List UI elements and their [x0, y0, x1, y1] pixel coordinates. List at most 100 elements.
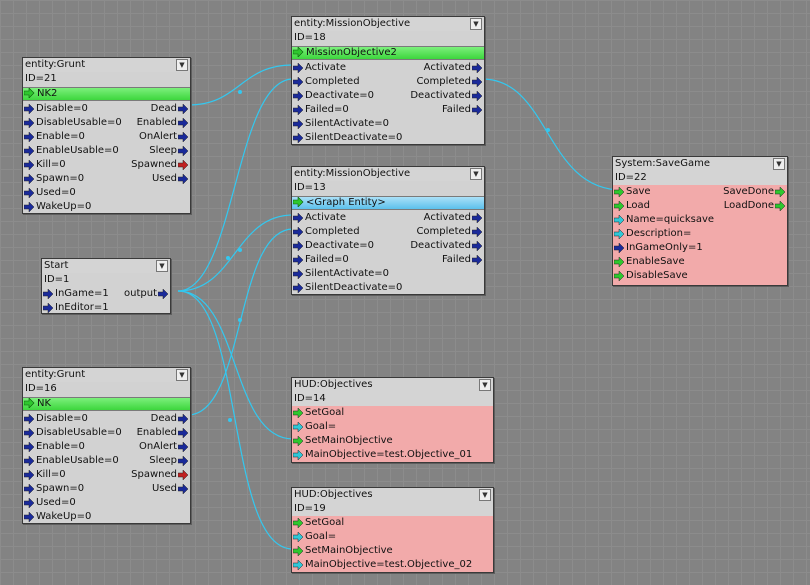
input-pin-icon[interactable] [24, 456, 35, 466]
output-port-label[interactable]: Dead [150, 413, 177, 424]
input-pin-icon[interactable] [293, 532, 304, 542]
input-pin-icon[interactable] [24, 512, 35, 522]
input-pin-icon[interactable] [24, 442, 35, 452]
input-port-label[interactable]: DisableSave [626, 270, 688, 281]
output-pin-icon[interactable] [775, 201, 786, 211]
input-pin-icon[interactable] [24, 132, 35, 142]
output-pin-icon[interactable] [178, 484, 189, 494]
input-port-label[interactable]: SilentDeactivate=0 [305, 132, 403, 143]
input-pin-icon[interactable] [293, 436, 304, 446]
chevron-down-icon[interactable]: ▼ [479, 489, 491, 501]
input-port-label[interactable]: EnableUsable=0 [36, 145, 119, 156]
output-pin-icon[interactable] [178, 160, 189, 170]
input-port-label[interactable]: Goal= [305, 421, 337, 432]
input-port-label[interactable]: Activate [305, 62, 346, 73]
output-port-label[interactable]: Enabled [136, 427, 177, 438]
input-port-label[interactable]: Failed=0 [305, 254, 349, 265]
input-port-label[interactable]: Disable=0 [36, 413, 88, 424]
input-port-label[interactable]: MainObjective=test.Objective_02 [305, 559, 473, 570]
input-port-label[interactable]: Kill=0 [36, 469, 66, 480]
input-port-label[interactable]: EnableUsable=0 [36, 455, 119, 466]
input-pin-icon[interactable] [293, 518, 304, 528]
input-port-label[interactable]: Disable=0 [36, 103, 88, 114]
input-port-label[interactable]: Save [626, 186, 651, 197]
input-port-label[interactable]: SilentActivate=0 [305, 118, 390, 129]
input-pin-icon[interactable] [614, 257, 625, 267]
input-port-label[interactable]: WakeUp=0 [36, 511, 92, 522]
input-port-label[interactable]: EnableSave [626, 256, 685, 267]
input-pin-icon[interactable] [614, 201, 625, 211]
input-port-label[interactable]: Deactivate=0 [305, 240, 375, 251]
input-pin-icon[interactable] [293, 133, 304, 143]
input-port-label[interactable]: Completed [305, 76, 360, 87]
input-port-label[interactable]: Enable=0 [36, 441, 85, 452]
output-port-label[interactable]: Spawned [131, 159, 177, 170]
input-pin-icon[interactable] [24, 428, 35, 438]
output-port-label[interactable]: OnAlert [138, 131, 177, 142]
input-pin-icon[interactable] [293, 560, 304, 570]
input-pin-icon[interactable] [24, 174, 35, 184]
input-port-label[interactable]: Used=0 [36, 497, 76, 508]
node-title[interactable]: HUD:Objectives▼ [292, 488, 493, 502]
output-pin-icon[interactable] [178, 174, 189, 184]
mission-objective-node-18[interactable]: entity:MissionObjective▼ ID=18 MissionOb… [291, 16, 485, 145]
output-pin-icon[interactable] [472, 77, 483, 87]
output-pin-icon[interactable] [158, 289, 169, 299]
input-pin-icon[interactable] [24, 118, 35, 128]
node-title[interactable]: Start▼ [42, 259, 170, 273]
input-pin-icon[interactable] [614, 229, 625, 239]
output-port-label[interactable]: SaveDone [723, 186, 774, 197]
input-port-label[interactable]: SetMainObjective [305, 435, 393, 446]
chevron-down-icon[interactable]: ▼ [773, 158, 785, 170]
output-pin-icon[interactable] [472, 213, 483, 223]
input-port-label[interactable]: Activate [305, 212, 346, 223]
output-port-label[interactable]: output [124, 288, 157, 299]
output-port-label[interactable]: Sleep [149, 455, 177, 466]
input-pin-icon[interactable] [293, 408, 304, 418]
input-pin-icon[interactable] [293, 255, 304, 265]
node-title[interactable]: entity:Grunt▼ [23, 58, 190, 72]
output-port-label[interactable]: Completed [416, 226, 471, 237]
input-port-label[interactable]: SetMainObjective [305, 545, 393, 556]
entity-bar[interactable]: NK [23, 397, 190, 411]
output-port-label[interactable]: Spawned [131, 469, 177, 480]
input-pin-icon[interactable] [43, 303, 54, 313]
input-pin-icon[interactable] [614, 271, 625, 281]
input-port-label[interactable]: InGame=1 [55, 288, 109, 299]
input-port-label[interactable]: Goal= [305, 531, 337, 542]
input-pin-icon[interactable] [24, 202, 35, 212]
input-pin-icon[interactable] [293, 422, 304, 432]
input-pin-icon[interactable] [293, 119, 304, 129]
input-pin-icon[interactable] [24, 414, 35, 424]
output-port-label[interactable]: Completed [416, 76, 471, 87]
node-title[interactable]: entity:MissionObjective▼ [292, 17, 484, 31]
output-port-label[interactable]: Enabled [136, 117, 177, 128]
input-pin-icon[interactable] [293, 105, 304, 115]
output-port-label[interactable]: Deactivated [410, 90, 471, 101]
input-pin-icon[interactable] [24, 146, 35, 156]
output-pin-icon[interactable] [178, 470, 189, 480]
input-pin-icon[interactable] [24, 188, 35, 198]
input-pin-icon[interactable] [43, 289, 54, 299]
output-port-label[interactable]: Deactivated [410, 240, 471, 251]
chevron-down-icon[interactable]: ▼ [176, 59, 188, 71]
input-port-label[interactable]: InGameOnly=1 [626, 242, 703, 253]
input-port-label[interactable]: DisableUsable=0 [36, 427, 122, 438]
input-port-label[interactable]: SetGoal [305, 407, 345, 418]
input-pin-icon[interactable] [24, 498, 35, 508]
output-pin-icon[interactable] [472, 227, 483, 237]
entity-bar[interactable]: <Graph Entity> [292, 196, 484, 210]
input-pin-icon[interactable] [293, 283, 304, 293]
output-pin-icon[interactable] [178, 104, 189, 114]
output-port-label[interactable]: Activated [423, 212, 471, 223]
input-port-label[interactable]: InEditor=1 [55, 302, 109, 313]
input-pin-icon[interactable] [293, 213, 304, 223]
output-port-label[interactable]: Used [151, 173, 177, 184]
input-port-label[interactable]: Name=quicksave [626, 214, 715, 225]
node-title[interactable]: entity:Grunt▼ [23, 368, 190, 382]
